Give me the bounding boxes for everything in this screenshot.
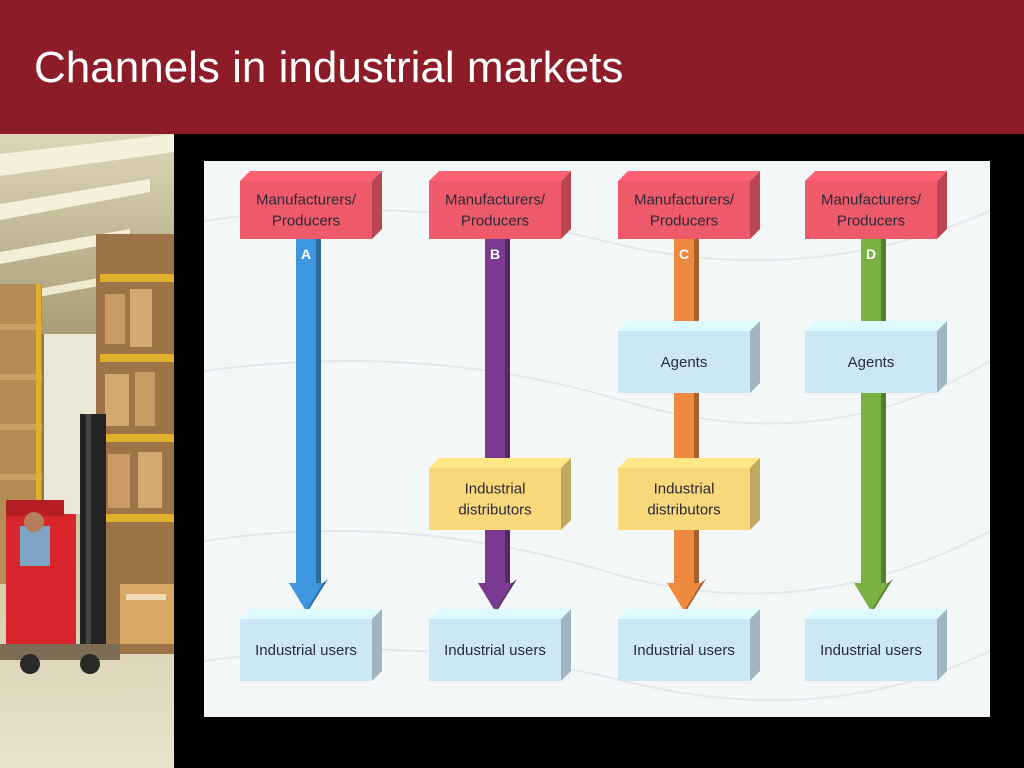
box-side-face bbox=[561, 609, 571, 681]
box-top-face bbox=[618, 171, 760, 181]
box-label: Producers bbox=[461, 213, 529, 230]
box-top-face bbox=[618, 458, 760, 468]
box-label: Industrial users bbox=[820, 642, 922, 659]
channel-b-shaft-side bbox=[505, 239, 510, 585]
channel-a-letter: A bbox=[301, 246, 311, 262]
box-side-face bbox=[750, 609, 760, 681]
channel-c-arrowhead-side bbox=[684, 579, 706, 611]
box-side-face bbox=[750, 458, 760, 530]
channel-c-shaft-side bbox=[694, 239, 699, 585]
channel-a-shaft bbox=[296, 239, 316, 585]
box-front-face bbox=[618, 181, 750, 239]
channel-d-arrow bbox=[854, 239, 893, 611]
box-label: Producers bbox=[272, 213, 340, 230]
box-label: Manufacturers/ bbox=[256, 192, 357, 209]
channel-c-user-box: Industrial users bbox=[618, 609, 760, 681]
channel-b-distributor-box: Industrial distributors bbox=[429, 458, 571, 530]
box-side-face bbox=[937, 321, 947, 393]
channel-a-arrowhead bbox=[289, 583, 323, 611]
channel-a-manufacturer-box: Manufacturers/Producers bbox=[240, 171, 382, 239]
box-side-face bbox=[750, 171, 760, 239]
channel-d-user-box: Industrial users bbox=[805, 609, 947, 681]
box-label: Manufacturers/ bbox=[821, 192, 922, 209]
box-front-face bbox=[240, 181, 372, 239]
box-side-face bbox=[372, 609, 382, 681]
channel-a-user-box: Industrial users bbox=[240, 609, 382, 681]
box-top-face bbox=[240, 609, 382, 619]
channel-c-arrowhead bbox=[667, 583, 701, 611]
channel-d-manufacturer-box: Manufacturers/Producers bbox=[805, 171, 947, 239]
box-top-face bbox=[618, 609, 760, 619]
channel-c-arrow bbox=[667, 239, 706, 611]
channel-d-arrowhead-side bbox=[871, 579, 893, 611]
box-top-face bbox=[429, 609, 571, 619]
channel-b-user-box: Industrial users bbox=[429, 609, 571, 681]
box-label: Manufacturers/ bbox=[634, 192, 735, 209]
title-bar: Channels in industrial markets bbox=[0, 0, 1024, 134]
box-front-face bbox=[805, 619, 937, 681]
box-side-face bbox=[561, 171, 571, 239]
box-label: Industrial users bbox=[633, 642, 735, 659]
channel-a-arrow bbox=[289, 239, 328, 611]
channel-a-shaft-side bbox=[316, 239, 321, 585]
channel-c-manufacturer-box: Manufacturers/Producers bbox=[618, 171, 760, 239]
channel-b-letter: B bbox=[490, 246, 500, 262]
box-front-face bbox=[429, 619, 561, 681]
box-label: Industrial bbox=[654, 481, 715, 498]
channel-d-letter: D bbox=[866, 246, 876, 262]
warehouse-photo bbox=[0, 134, 174, 768]
box-front-face bbox=[805, 331, 937, 393]
box-front-face bbox=[618, 619, 750, 681]
box-label: Agents bbox=[848, 354, 895, 371]
box-label: Producers bbox=[650, 213, 718, 230]
channel-b-arrow bbox=[478, 239, 517, 611]
box-front-face bbox=[240, 619, 372, 681]
channel-c-shaft bbox=[674, 239, 694, 585]
box-label: Manufacturers/ bbox=[445, 192, 546, 209]
box-label: Industrial users bbox=[255, 642, 357, 659]
channel-d-shaft-side bbox=[881, 239, 886, 585]
channel-b-manufacturer-box: Manufacturers/Producers bbox=[429, 171, 571, 239]
box-label: distributors bbox=[647, 502, 720, 519]
box-label: distributors bbox=[458, 502, 531, 519]
box-front-face bbox=[618, 331, 750, 393]
box-top-face bbox=[805, 321, 947, 331]
box-top-face bbox=[805, 609, 947, 619]
box-top-face bbox=[429, 171, 571, 181]
channel-c-distributor-box: Industrial distributors bbox=[618, 458, 760, 530]
channel-d-arrowhead bbox=[854, 583, 888, 611]
box-front-face bbox=[805, 181, 937, 239]
box-front-face bbox=[618, 468, 750, 530]
box-top-face bbox=[805, 171, 947, 181]
box-label: Industrial bbox=[465, 481, 526, 498]
box-side-face bbox=[561, 458, 571, 530]
box-top-face bbox=[618, 321, 760, 331]
box-top-face bbox=[240, 171, 382, 181]
channel-b-arrowhead-side bbox=[495, 579, 517, 611]
channel-b-shaft bbox=[485, 239, 505, 585]
box-side-face bbox=[937, 609, 947, 681]
box-side-face bbox=[750, 321, 760, 393]
box-top-face bbox=[429, 458, 571, 468]
box-side-face bbox=[372, 171, 382, 239]
box-label: Industrial users bbox=[444, 642, 546, 659]
channel-b-arrowhead bbox=[478, 583, 512, 611]
box-front-face bbox=[429, 468, 561, 530]
box-front-face bbox=[429, 181, 561, 239]
slide-title: Channels in industrial markets bbox=[34, 43, 624, 92]
channel-c-agent-box: Agents bbox=[618, 321, 760, 393]
channel-c-letter: C bbox=[679, 246, 689, 262]
channel-a-arrowhead-side bbox=[306, 579, 328, 611]
box-side-face bbox=[937, 171, 947, 239]
box-label: Producers bbox=[837, 213, 905, 230]
channel-d-shaft bbox=[861, 239, 881, 585]
box-label: Agents bbox=[661, 354, 708, 371]
channel-d-agent-box: Agents bbox=[805, 321, 947, 393]
